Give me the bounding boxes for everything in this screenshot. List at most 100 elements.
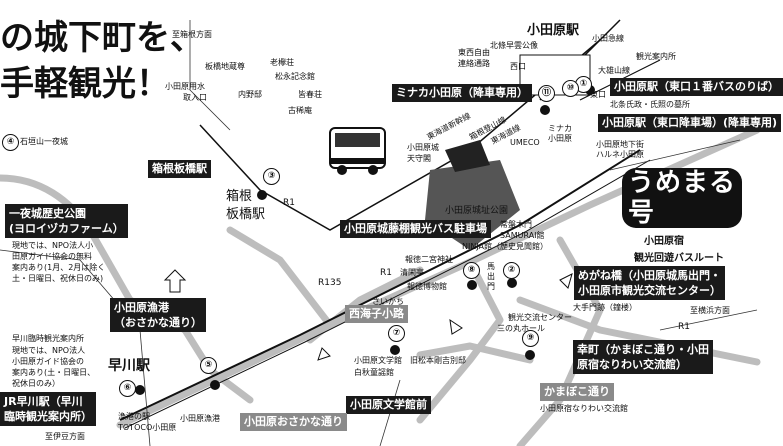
note-ichiyajo-l1: 現地では、NPO法人小 — [12, 241, 94, 250]
box-saiwaicho-l2: 原宿なりわい交流館） — [577, 358, 687, 371]
direction-izu: 至伊豆方面 — [45, 432, 85, 441]
direction-hakone: 至箱根方面 — [172, 30, 212, 39]
label-jiyu-l2: 連絡通路 — [458, 59, 490, 68]
logo-sub2: 観光回遊バスルート — [634, 253, 724, 264]
box-saiwaicho[interactable]: 幸町（かまぼこ通り・小田 原宿なりわい交流館） — [573, 340, 713, 374]
box-ichiyajo[interactable]: 一夜城歴史公園 (ヨロイヅカファーム） — [5, 204, 128, 238]
box-ichiyajo-l2: (ヨロイヅカファーム） — [9, 222, 124, 235]
label-bungakukan-l2: 白秋童謡館 — [354, 368, 394, 377]
label-kaisho: 皆春荘 — [298, 90, 322, 99]
label-uchino: 内野邸 — [238, 90, 262, 99]
label-minaka-l2: 小田原 — [548, 134, 572, 143]
note-ichiyajo-l3: 案内あり(1月、2月は除く — [12, 263, 106, 272]
box-hayakawa-l2: 臨時観光案内所） — [4, 410, 92, 423]
label-water-l2: 取入口 — [183, 93, 207, 102]
box-odawara-east-drop[interactable]: 小田原駅（東口降車場）(降車専用) — [598, 114, 782, 132]
box-hayakawa[interactable]: JR早川駅（早川 臨時観光案内所） — [0, 392, 96, 426]
label-odakyu: 小田急線 — [592, 34, 624, 43]
logo-sub1: 小田原宿 — [644, 236, 684, 247]
station-hakone-itabashi-l1: 箱根 — [226, 189, 253, 204]
stop-pin-10[interactable]: ⑩ — [562, 80, 579, 97]
label-bungakukan-l1: 小田原文学館 — [354, 356, 402, 365]
label-umadashi-l2: 出 — [487, 272, 495, 281]
label-hojo-statue: 北條早雲公像 — [490, 41, 538, 50]
label-castle-park: 小田原城址公園 — [445, 206, 509, 216]
stop-pin-6[interactable]: ⑥ — [119, 380, 136, 397]
stop-pin-11[interactable]: ⑪ — [538, 85, 555, 102]
label-ninomiya: 報徳二宮神社 — [405, 255, 453, 264]
station-hayakawa: 早川駅 — [108, 358, 150, 374]
label-gyoko-eki-l1: 漁港の駅 — [118, 412, 150, 421]
box-fujidana[interactable]: 小田原城藤棚観光バス駐車場 — [340, 220, 491, 238]
route-line-itabashi — [226, 226, 334, 329]
label-saikaishi-ruby: さいかち — [372, 297, 404, 306]
label-tokiwagi: 常盤木門 — [500, 220, 532, 229]
box-minaka[interactable]: ミナカ小田原（降車専用） — [392, 84, 532, 102]
label-tenshu-l2: 天守閣 — [407, 154, 431, 163]
label-chika-l1: 小田原地下街 — [596, 140, 644, 149]
stop-pin-7[interactable]: ⑦ — [388, 325, 405, 342]
note-ichiyajo: 現地では、NPO法人小 田原ガイド協会の無料 案内あり(1月、2月は除く 土・日… — [12, 240, 105, 284]
rail-tokaido — [119, 149, 641, 421]
route-line-castle — [416, 258, 504, 424]
station-odawara: 小田原駅 — [527, 23, 580, 38]
label-kanko-annai: 観光案内所 — [636, 52, 676, 61]
note-ichiyajo-l4: 土・日曜日、祝休日のみ) — [12, 274, 104, 283]
label-water-l1: 小田原用水 — [165, 82, 205, 91]
label-itabashi-jizo: 板橋地蔵尊 — [205, 62, 245, 71]
label-gyoko-small: 小田原漁港 — [180, 414, 220, 423]
label-minaka-l1: ミナカ — [548, 124, 572, 133]
castle-keep-shape — [445, 140, 490, 172]
label-nariwai: 小田原宿なりわい交流館 — [540, 404, 628, 413]
label-kokian: 古稀庵 — [288, 106, 312, 115]
label-higashiguchi: 東口 — [590, 90, 606, 99]
logo-main: うめまる号 — [622, 168, 742, 228]
rail-hakone-tozan — [199, 39, 601, 231]
tourist-bus-route-map: の城下町を、 手軽観光！ うめまる号 小田原宿 観光回遊バスルート 至箱根方面 … — [0, 18, 783, 446]
road-r1-c: R1 — [678, 322, 690, 332]
label-ninja: NINJA館（歴史見聞館） — [462, 242, 549, 251]
label-sannomaru: 三の丸ホール — [497, 324, 545, 333]
label-kamaboko: かまぼこ通り — [540, 383, 614, 401]
note-hayakawa-l1: 現地では、NPO法人 — [12, 346, 86, 355]
label-seikantei: 清閑亭 — [400, 268, 424, 277]
stop-pin-5[interactable]: ⑤ — [200, 357, 217, 374]
route-line-mid — [306, 266, 424, 344]
headline-line1: の城下町を、 — [0, 18, 204, 58]
label-kanko-center: 観光交流センター — [508, 313, 572, 322]
station-hakone-itabashi-l2: 板橋駅 — [226, 207, 266, 222]
box-saiwaicho-l1: 幸町（かまぼこ通り・小田 — [577, 343, 709, 356]
box-hakone-itabashi[interactable]: 箱根板橋駅 — [148, 160, 211, 178]
box-gyoko-l2: （おさかな通り） — [114, 316, 202, 329]
box-gyoko[interactable]: 小田原漁港 （おさかな通り） — [110, 298, 206, 332]
label-hojo-tomb: 北条氏政・氏照の墓所 — [610, 100, 690, 109]
label-umeco: UMECO — [510, 138, 540, 147]
label-tenshu-l1: 小田原城 — [407, 143, 439, 152]
stop-pin-4[interactable]: ④ — [2, 134, 19, 151]
box-gyoko-l1: 小田原漁港 — [114, 301, 169, 314]
label-matsumoto: 旧松本剛吉別邸 — [410, 356, 466, 365]
note-hayakawa-l4: 祝休日のみ） — [12, 379, 60, 388]
road-r1-b: R1 — [380, 268, 392, 278]
box-odawara-east1[interactable]: 小田原駅（東口１番バスのりば） — [610, 78, 783, 96]
note-ichiyajo-l2: 田原ガイド協会の無料 — [12, 252, 92, 261]
label-shoei: 松永記念館 — [275, 72, 315, 81]
stop-pin-3[interactable]: ③ — [263, 168, 280, 185]
direction-yokohama: 至横浜方面 — [690, 306, 730, 315]
label-chika-l2: ハルネ小田原 — [596, 150, 644, 159]
label-umadashi-l3: 門 — [487, 282, 495, 291]
road-r135: R135 — [318, 278, 342, 288]
box-bungakukan[interactable]: 小田原文学館前 — [346, 396, 431, 414]
label-rogetsu: 老欅荘 — [270, 58, 294, 67]
note-hayakawa-l2: 小田原ガイド協会の — [12, 357, 84, 366]
label-saikaishi: 西海子小路 — [345, 305, 408, 323]
label-gyoko-eki-l2: TOTOCO小田原 — [118, 423, 177, 432]
stop-pin-9[interactable]: ⑨ — [522, 330, 539, 347]
headline-line2: 手軽観光！ — [0, 64, 170, 104]
road-r1-a: R1 — [283, 198, 295, 208]
stop-pin-8[interactable]: ⑧ — [463, 262, 480, 279]
box-meganebashi[interactable]: めがね橋（小田原城馬出門・ 小田原市観光交流センター） — [574, 266, 725, 300]
stop-pin-2[interactable]: ② — [503, 262, 520, 279]
label-ishigaki: 石垣山一夜城 — [20, 137, 68, 146]
box-hayakawa-l1: JR早川駅（早川 — [4, 395, 83, 408]
